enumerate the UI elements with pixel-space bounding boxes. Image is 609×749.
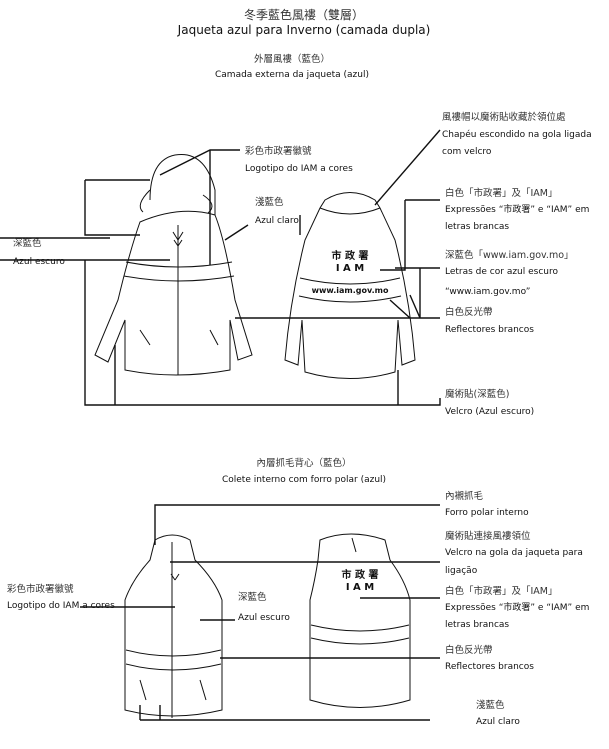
fleece-label-zh: 內襯抓毛 — [445, 491, 484, 502]
outer-jacket-front — [94, 153, 253, 376]
logo-label-zh: 彩色市政署徽號 — [245, 146, 312, 157]
url-label-zh: 深藍色「www.iam.gov.mo」 — [445, 250, 574, 261]
inner-vest-back — [309, 533, 411, 708]
fleece-label-pt: Forro polar interno — [445, 508, 529, 518]
dark-blue-label-pt: Azul escuro — [13, 257, 65, 267]
inner-section-title-zh: 內層抓毛背心（藍色） — [256, 458, 352, 469]
collar-velcro-label-pt2: ligação — [445, 566, 478, 576]
url-label-pt2: “www.iam.gov.mo” — [445, 287, 531, 297]
inner-white-text-label-zh: 白色「市政署」及「IAM」 — [445, 586, 558, 597]
inner-white-text-label-pt2: letras brancas — [445, 620, 510, 630]
outer-jacket-back — [284, 192, 416, 379]
page-title-pt: Jaqueta azul para Inverno (camada dupla) — [177, 23, 431, 37]
hood-label-pt2: com velcro — [442, 147, 492, 157]
outer-section-title-zh: 外層風褸（藍色） — [253, 54, 331, 65]
velcro-label-pt: Velcro (Azul escuro) — [445, 407, 535, 417]
collar-velcro-label-pt1: Velcro na gola da jaqueta para — [445, 548, 583, 558]
inner-dark-blue-label-pt: Azul escuro — [238, 613, 290, 623]
collar-velcro-label-zh: 魔術貼連接風褸領位 — [445, 531, 531, 542]
inner-logo-label-zh: 彩色市政署徽號 — [7, 584, 74, 595]
page-title-zh: 冬季藍色風褸（雙層） — [243, 8, 365, 22]
hood-label-pt1: Chapéu escondido na gola ligada — [442, 130, 592, 140]
hood-label-zh: 風褸帽以魔術貼收藏於領位處 — [442, 112, 566, 123]
logo-label-pt: Logotipo do IAM a cores — [245, 164, 353, 174]
dark-blue-label-zh: 深藍色 — [13, 238, 42, 249]
inner-section-title-pt: Colete interno com forro polar (azul) — [221, 475, 387, 485]
light-blue-label-pt: Azul claro — [255, 216, 299, 226]
back-print-line1: 市 政 署 — [331, 251, 369, 262]
inner-reflector-label-zh: 白色反光帶 — [445, 645, 493, 656]
leader-lines-outer — [0, 129, 441, 406]
url-label-pt1: Letras de cor azul escuro — [445, 267, 559, 277]
vest-back-print-line2: I A M — [345, 582, 375, 593]
velcro-label-zh: 魔術貼(深藍色) — [445, 389, 510, 400]
leader-lines-inner — [80, 504, 440, 721]
inner-dark-blue-label-zh: 深藍色 — [238, 592, 267, 603]
reflector-label-pt: Reflectores brancos — [445, 325, 534, 335]
white-text-label-zh: 白色「市政署」及「IAM」 — [445, 188, 558, 199]
reflector-label-zh: 白色反光帶 — [445, 307, 493, 318]
inner-white-text-label-pt1: Expressões “市政署” e “IAM” em — [445, 603, 590, 613]
inner-logo-label-pt: Logotipo do IAM a cores — [7, 601, 115, 611]
white-text-label-pt1: Expressões “市政署” e “IAM” em — [445, 205, 590, 215]
light-blue-label-zh: 淺藍色 — [255, 197, 284, 208]
inner-light-blue-label-pt: Azul claro — [476, 717, 520, 727]
back-print-url: www.iam.gov.mo — [311, 286, 389, 295]
inner-light-blue-label-zh: 淺藍色 — [476, 700, 505, 711]
vest-back-print-line1: 市 政 署 — [341, 570, 379, 581]
inner-reflector-label-pt: Reflectores brancos — [445, 662, 534, 672]
inner-vest-front — [124, 534, 223, 718]
outer-section-title-pt: Camada externa da jaqueta (azul) — [215, 70, 369, 80]
back-print-line2: I A M — [335, 263, 365, 274]
white-text-label-pt2: letras brancas — [445, 222, 510, 232]
